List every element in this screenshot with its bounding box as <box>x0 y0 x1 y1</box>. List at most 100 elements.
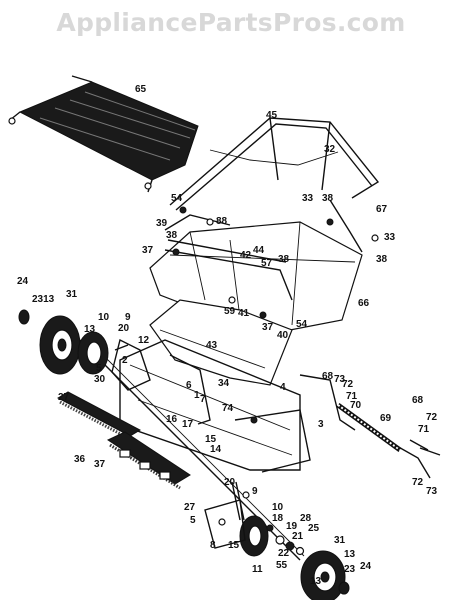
callout-71: 71 <box>418 424 430 435</box>
callout-43: 43 <box>206 340 218 351</box>
part-12-left-bracket <box>111 338 151 391</box>
callout-45: 45 <box>266 110 278 121</box>
callout-71: 71 <box>346 391 358 402</box>
callout-27: 27 <box>58 392 70 403</box>
callout-38: 38 <box>278 254 290 265</box>
part-20-linkage <box>231 481 245 521</box>
part-27-brush-upper <box>56 391 142 442</box>
callout-22: 22 <box>278 548 290 559</box>
callout-2313: 2313 <box>32 294 55 305</box>
callout-74: 74 <box>222 403 234 414</box>
callout-12: 12 <box>138 335 150 346</box>
callout-59: 59 <box>224 306 236 317</box>
callout-37: 37 <box>262 322 274 333</box>
callout-39: 39 <box>156 218 168 229</box>
callout-31: 31 <box>334 535 346 546</box>
callout-15: 15 <box>205 434 217 445</box>
callout-42: 42 <box>240 250 252 261</box>
callout-24: 24 <box>360 561 372 572</box>
callout-65: 65 <box>135 84 147 95</box>
callout-68: 68 <box>412 395 424 406</box>
callout-11: 11 <box>252 564 263 575</box>
callout-5: 5 <box>190 515 196 526</box>
callout-70: 70 <box>350 400 362 411</box>
callout-34: 34 <box>218 378 230 389</box>
part-11-right-gear-wheel <box>239 515 269 557</box>
callout-66: 66 <box>358 298 370 309</box>
callout-13: 13 <box>344 549 356 560</box>
callout-68: 68 <box>322 371 334 382</box>
callout-13: 13 <box>84 324 96 335</box>
callout-5: 5 <box>96 363 102 374</box>
callout-54: 54 <box>171 193 183 204</box>
callout-10: 10 <box>98 312 110 323</box>
callout-19: 19 <box>286 521 298 532</box>
part-43-hood <box>149 299 293 386</box>
callout-15: 15 <box>228 540 240 551</box>
part-27-brush-lower <box>106 431 191 490</box>
part-8-bracket <box>204 499 246 549</box>
part-24-left-hubcap <box>18 309 30 325</box>
part-24-right-hubcap <box>338 581 350 595</box>
callout-33: 33 <box>302 193 314 204</box>
part-39-side-rails <box>164 199 363 301</box>
callout-69: 69 <box>380 413 392 424</box>
callout-7: 7 <box>200 394 206 405</box>
callout-14: 14 <box>210 444 222 455</box>
callout-25: 25 <box>308 523 320 534</box>
part-2-arm <box>169 354 211 425</box>
callout-32: 32 <box>324 144 336 155</box>
callout-18: 18 <box>272 513 284 524</box>
callout-13: 13 <box>310 576 322 587</box>
callout-23: 23 <box>344 564 356 575</box>
callout-20: 20 <box>118 323 130 334</box>
callout-33: 33 <box>384 232 396 243</box>
part-31-left-wheel <box>39 315 81 375</box>
callout-37: 37 <box>142 245 154 256</box>
callout-31: 31 <box>66 289 78 300</box>
part-10-left-gear-wheel <box>77 331 109 375</box>
callout-55: 55 <box>276 560 288 571</box>
callout-28: 28 <box>300 513 312 524</box>
callout-72: 72 <box>426 412 438 423</box>
callout-24: 24 <box>17 276 29 287</box>
callout-88: 88 <box>216 216 228 227</box>
callout-41: 41 <box>238 308 250 319</box>
part-31-right-wheel <box>300 550 346 604</box>
callout-38: 38 <box>376 254 388 265</box>
callout-1: 1 <box>194 390 200 401</box>
hub-hardware <box>266 524 305 556</box>
callout-20: 20 <box>224 477 236 488</box>
watermark: AppliancePartsPros.com <box>56 8 406 37</box>
callout-9: 9 <box>252 486 258 497</box>
callout-4: 4 <box>280 382 286 393</box>
callout-44: 44 <box>253 245 265 256</box>
callout-54: 54 <box>296 319 308 330</box>
callout-72: 72 <box>342 379 354 390</box>
callout-27: 27 <box>184 502 196 513</box>
callout-3: 3 <box>318 419 324 430</box>
callout-2: 2 <box>122 355 128 366</box>
callout-38: 38 <box>166 230 178 241</box>
callout-9: 9 <box>125 312 131 323</box>
callout-73: 73 <box>334 374 346 385</box>
fasteners <box>172 206 379 499</box>
callout-40: 40 <box>277 330 289 341</box>
callout-37: 37 <box>94 459 106 470</box>
callout-17: 17 <box>182 419 194 430</box>
callout-30: 30 <box>94 374 106 385</box>
callout-21: 21 <box>292 531 304 542</box>
callout-72: 72 <box>412 477 424 488</box>
part-65-bag-cover <box>8 75 199 193</box>
callout-10: 10 <box>272 502 284 513</box>
callout-36: 36 <box>74 454 86 465</box>
callout-57: 57 <box>261 258 273 269</box>
part-45-upper-frame <box>169 117 380 211</box>
callout-6: 6 <box>186 380 192 391</box>
callout-8: 8 <box>210 540 216 551</box>
callout-67: 67 <box>376 204 388 215</box>
callout-38: 38 <box>322 193 334 204</box>
